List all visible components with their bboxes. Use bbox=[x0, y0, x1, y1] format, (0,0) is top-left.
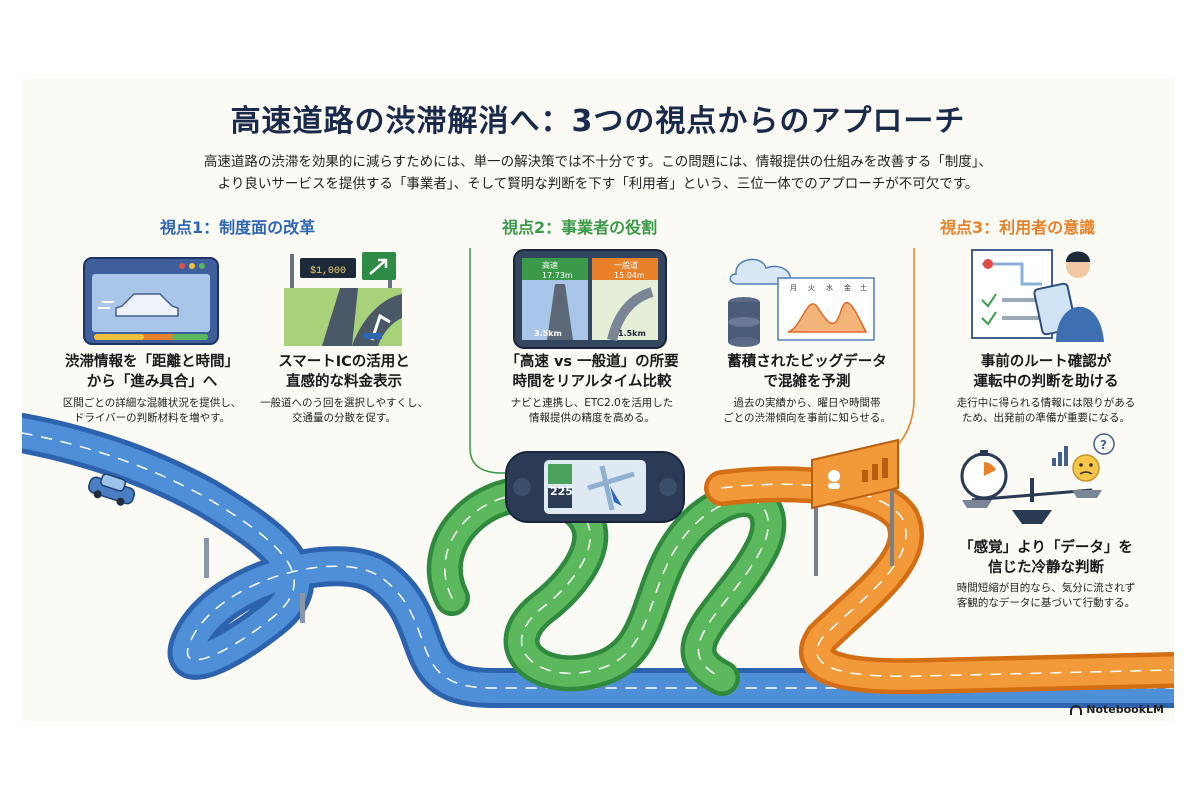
item-3-1-title: 事前のルート確認が運転中の判断を助ける bbox=[973, 354, 1119, 390]
navigation-comparison-icon: 高速 17.73m 一般道 15.04m 3.5km 1.5km bbox=[513, 249, 667, 349]
toll-price-text: $1,000 bbox=[310, 265, 346, 277]
car-nav-screen-number: 225 bbox=[550, 485, 573, 498]
svg-text:月: 月 bbox=[790, 284, 797, 292]
page-title: 高速道路の渋滞解消へ：3つの視点からのアプローチ bbox=[230, 104, 966, 139]
car-navigation-icon bbox=[505, 451, 685, 523]
item-1-1-title: 渋滞情報を「距離と時間」から「進み具合」へ bbox=[65, 354, 239, 390]
svg-text:17.73m: 17.73m bbox=[542, 271, 573, 280]
item-1-2-title: スマートICの活用と直感的な料金表示 bbox=[278, 354, 410, 390]
item-2-2-title: 蓄積されたビッグデータで混雑を予測 bbox=[727, 354, 887, 390]
intro-line-2: より良いサービスを提供する「事業者」、そして賢明な判断を下す「利用者」という、三… bbox=[217, 176, 979, 192]
item-3-1-body: 走行中に得られる情報には限りがあるため、出発前の準備が重要になる。 bbox=[956, 397, 1136, 424]
svg-text:3.5km: 3.5km bbox=[534, 329, 562, 338]
item-3-2-title: 「感覚」より「データ」を信じた冷静な判断 bbox=[959, 540, 1133, 576]
route-planning-icon bbox=[971, 249, 1104, 342]
item-1-2-body: 一般道へのう回を選択しやすくし、交通量の分散を促す。 bbox=[260, 397, 428, 424]
svg-text:高速: 高速 bbox=[542, 260, 558, 270]
big-data-chart-icon: 月 火 水 金 土 bbox=[728, 258, 875, 347]
item-3-2-body: 時間短縮が目的なら、気分に流されず客観的なデータに基づいて行動する。 bbox=[956, 582, 1136, 609]
svg-text:?: ? bbox=[1100, 438, 1107, 452]
svg-text:15.04m: 15.04m bbox=[614, 271, 645, 280]
road-pillar bbox=[300, 593, 305, 623]
blue-road bbox=[22, 413, 1174, 708]
brand-logo: NotebookLM bbox=[1070, 703, 1164, 716]
illustration-layer: $1,000 高速 17.73m 一般道 15.04m 3.5km 1.5km bbox=[22, 248, 1174, 708]
item-2-2-body: 過去の実績から、曜日や時間帯ごとの渋滞傾向を事前に知らせる。 bbox=[723, 397, 891, 424]
svg-text:火: 火 bbox=[808, 284, 815, 292]
perspective-3-heading: 視点3：利用者の意識 bbox=[940, 218, 1096, 237]
perspective-1-heading: 視点1：制度面の改革 bbox=[160, 218, 316, 237]
balance-scale-icon: ? bbox=[960, 433, 1115, 524]
svg-text:一般道: 一般道 bbox=[614, 260, 638, 270]
item-2-1-body: ナビと連携し、ETC2.0を活用した情報提供の精度を高める。 bbox=[510, 397, 674, 424]
infographic-card: $1,000 高速 17.73m 一般道 15.04m 3.5km 1.5km bbox=[22, 78, 1174, 722]
svg-text:金: 金 bbox=[844, 283, 851, 292]
intro-line-1: 高速道路の渋滞を効果的に減らすためには、単一の解決策では不十分です。この問題には… bbox=[203, 154, 993, 170]
brand-label: NotebookLM bbox=[1086, 703, 1164, 716]
item-2-1-title: 「高速 vs 一般道」の所要時間をリアルタイム比較 bbox=[505, 354, 679, 390]
item-1-1-body: 区間ごとの詳細な混雑状況を提供し、ドライバーの判断材料を増やす。 bbox=[62, 397, 242, 424]
divider-line-2 bbox=[469, 248, 512, 474]
svg-text:土: 土 bbox=[860, 283, 867, 292]
svg-text:水: 水 bbox=[826, 283, 833, 292]
road-info-sign-icon bbox=[83, 257, 219, 345]
toll-sign-icon: $1,000 bbox=[284, 252, 402, 346]
svg-text:1.5km: 1.5km bbox=[618, 329, 646, 338]
car-icon bbox=[88, 473, 136, 506]
roadside-signboard-icon bbox=[811, 438, 899, 576]
perspective-2-heading: 視点2：事業者の役割 bbox=[502, 218, 658, 237]
notebooklm-logo-icon bbox=[1070, 704, 1083, 715]
road-pillar bbox=[204, 538, 209, 578]
